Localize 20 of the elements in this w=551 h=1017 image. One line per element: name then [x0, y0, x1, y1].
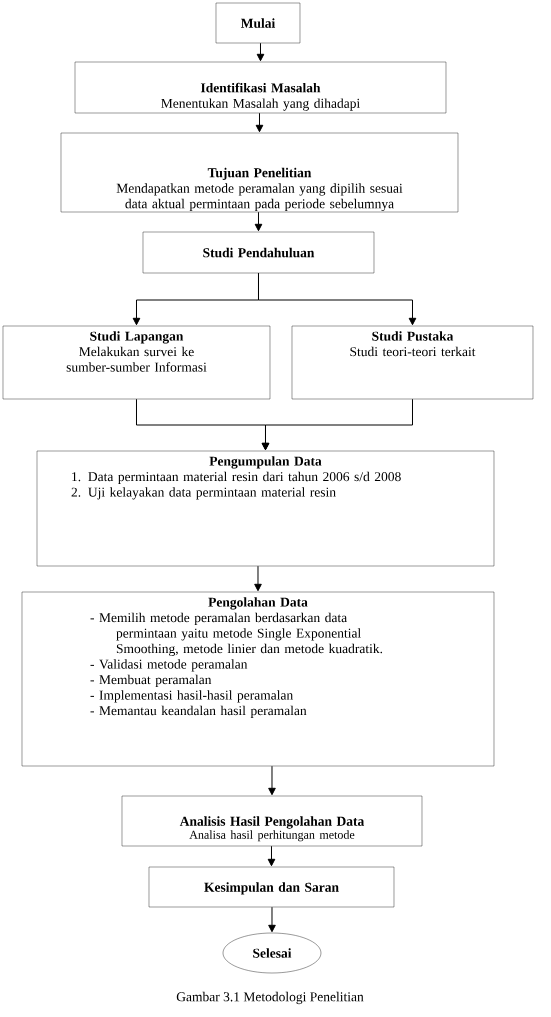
arrow [261, 398, 413, 451]
process-box: Pengumpulan Data 1. Data permintaan material resin dari tahun 2006 s/d 2008 2. Uji kelayakan data permintaan material resin [36, 450, 495, 567]
process-box: Identifikasi Masalah Menentukan Masalah yang dihadapi [74, 61, 447, 114]
arrow [268, 765, 276, 796]
process-box: Mulai [215, 2, 301, 44]
process-box: Studi Lapangan Melakukan survei ke sumber-sumber Informasi [2, 325, 271, 400]
process-box: Tujuan Penelitian Mendapatkan metode peramalan yang dipilih sesuai data aktual permintaan pada periode sebelumnya [60, 132, 459, 213]
process-box: Studi Pustaka Studi teori-teori terkait [291, 325, 534, 400]
arrow [267, 845, 276, 867]
arrow [256, 42, 265, 62]
caption: Gambar 3.1 Metodologi Penelitian [176, 991, 364, 1005]
process-box: Analisis Hasil Pengolahan Data Analisa hasil perhitungan metode [121, 795, 423, 847]
arrow [268, 906, 276, 933]
process-box: Kesimpulan dan Saran [148, 866, 395, 908]
process-box: Pengolahan Data - Memilih metode peramalan berdasarkan data permintaan yaitu metode Single Exponential Smoothing, metode linier dan metode kuadratik. - Validasi metode peramalan - Membuat peramalan - Implementasi hasil-hasil peramalan - Memantau keandalan hasil peramalan [21, 591, 495, 767]
process-box: Studi Pendahuluan [142, 231, 375, 274]
arrow [254, 211, 263, 232]
arrow [258, 272, 417, 326]
arrow [255, 112, 264, 133]
arrow [254, 565, 262, 592]
